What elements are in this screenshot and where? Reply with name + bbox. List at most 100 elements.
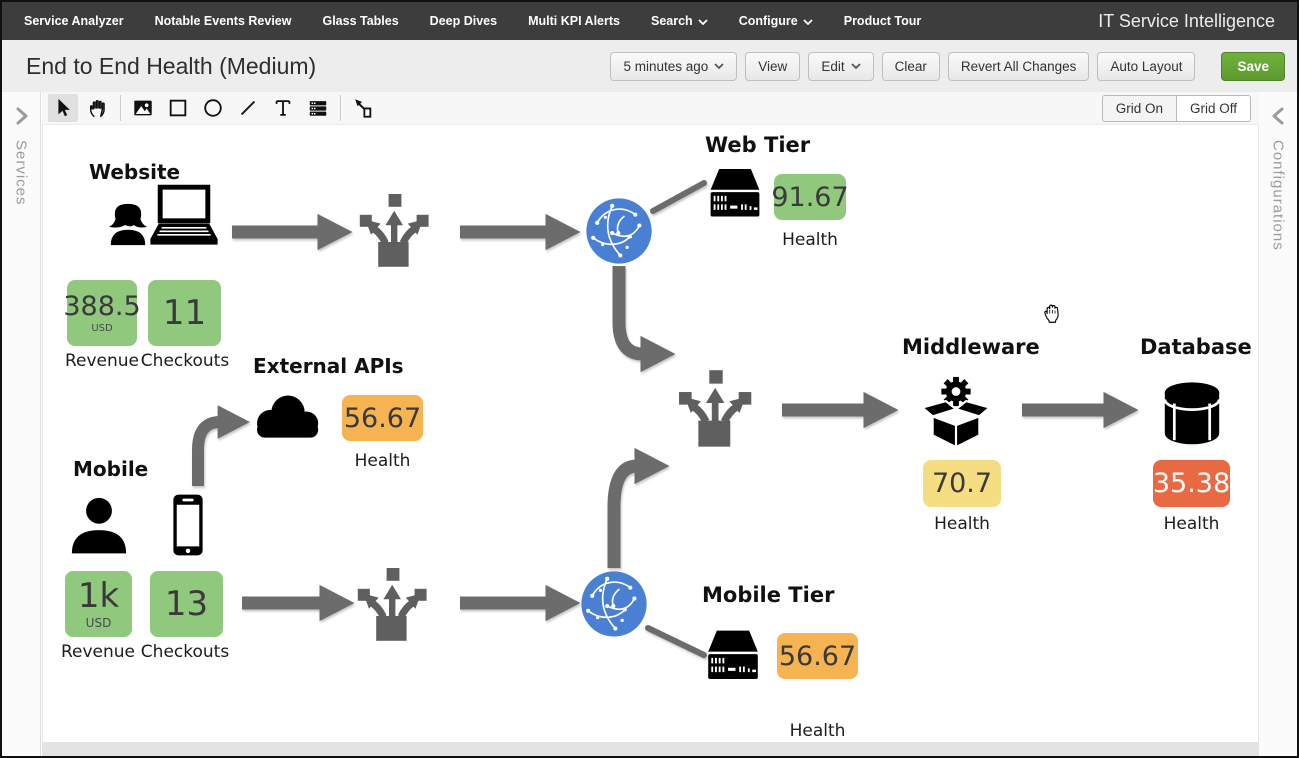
image-tool[interactable] (128, 94, 158, 122)
website-revenue-badge[interactable]: 388.5 USD (63, 280, 141, 346)
nav-multi-kpi-alerts[interactable]: Multi KPI Alerts (528, 14, 620, 28)
nav-glass-tables[interactable]: Glass Tables (322, 14, 399, 28)
configurations-panel-label: Configurations (1269, 140, 1287, 251)
connector-tool[interactable] (348, 94, 378, 122)
database-health-badge[interactable]: 35.38 (1153, 460, 1230, 507)
hand-icon (89, 100, 105, 117)
website-revenue-caption: Revenue (64, 351, 140, 371)
health-value: 70.7 (931, 468, 993, 499)
middleware-package-icon[interactable] (919, 374, 993, 450)
rectangle-tool[interactable] (163, 94, 193, 122)
edit-button[interactable]: Edit (808, 51, 874, 81)
web-tier-health-caption: Health (782, 230, 838, 250)
time-range-picker[interactable]: 5 minutes ago (610, 51, 738, 81)
nav-deep-dives[interactable]: Deep Dives (429, 14, 498, 28)
auto-layout-button[interactable]: Auto Layout (1097, 51, 1196, 81)
rectangle-icon (169, 99, 187, 117)
middleware-health-badge[interactable]: 70.7 (923, 460, 1001, 507)
chevron-down-icon (803, 18, 813, 25)
grid-on-button[interactable]: Grid On (1101, 94, 1177, 122)
chevron-down-icon (714, 63, 724, 69)
toolbar-separator (340, 95, 341, 121)
image-icon (134, 100, 152, 116)
view-button[interactable]: View (745, 51, 801, 81)
mobile-tier-health-badge[interactable]: 56.67 (777, 633, 858, 679)
mobile-phone-icon[interactable] (170, 490, 206, 560)
database-node-label[interactable]: Database (1140, 335, 1252, 359)
website-laptop-icon[interactable] (149, 183, 219, 253)
clear-button[interactable]: Clear (881, 51, 940, 81)
health-value: 56.67 (343, 402, 422, 434)
checkouts-value: 13 (164, 584, 209, 624)
health-value: 91.67 (771, 181, 849, 213)
external-apis-health-caption: Health (354, 451, 411, 471)
canvas-toolbar: Grid On Grid Off (42, 92, 1259, 124)
nav-service-analyzer[interactable]: Service Analyzer (24, 14, 124, 28)
chevron-down-icon (698, 18, 708, 25)
cursor-arrow-icon (58, 98, 70, 117)
circle-icon (204, 99, 222, 117)
website-checkouts-badge[interactable]: 11 (148, 280, 221, 346)
page-header: End to End Health (Medium) 5 minutes ago… (2, 40, 1297, 92)
external-apis-cloud-icon[interactable] (248, 390, 328, 444)
text-tool[interactable] (268, 94, 298, 122)
database-cylinder-icon[interactable] (1158, 376, 1226, 450)
pan-tool[interactable] (83, 94, 113, 122)
services-panel-collapsed: Services (2, 92, 41, 756)
header-buttons: 5 minutes ago View Edit Clear Revert All… (610, 51, 1285, 81)
page-title: End to End Health (Medium) (26, 52, 317, 79)
website-user-icon[interactable] (105, 196, 151, 252)
select-tool[interactable] (48, 94, 78, 122)
nav-product-tour[interactable]: Product Tour (843, 14, 922, 28)
nav-search[interactable]: Search (651, 14, 708, 28)
load-splitter-icon[interactable] (354, 190, 436, 270)
middleware-node-label[interactable]: Middleware (902, 335, 1040, 359)
nav-notable-events-review[interactable]: Notable Events Review (154, 14, 292, 28)
text-icon (275, 100, 291, 116)
website-checkouts-caption: Checkouts (140, 351, 230, 371)
configurations-panel-collapsed: Configurations (1258, 92, 1297, 756)
grid-toggle-group: Grid On Grid Off (1101, 94, 1251, 122)
ellipse-tool[interactable] (198, 94, 228, 122)
mobile-revenue-caption: Revenue (60, 642, 136, 662)
canvas-bottom-strip (42, 743, 1259, 756)
mobile-revenue-badge[interactable]: 1k USD (65, 571, 132, 637)
external-apis-node-label[interactable]: External APIs (253, 354, 404, 378)
mobile-user-icon[interactable] (68, 490, 130, 560)
connector-icon (355, 99, 372, 118)
toolbar-separator (120, 95, 121, 121)
mobile-node-label[interactable]: Mobile (73, 457, 149, 481)
health-value: 56.67 (778, 640, 857, 672)
grid-off-button[interactable]: Grid Off (1176, 94, 1251, 122)
kpi-widget-tool[interactable] (303, 94, 333, 122)
services-panel-label: Services (12, 140, 30, 206)
load-splitter-icon[interactable] (674, 366, 758, 450)
save-button[interactable]: Save (1221, 51, 1285, 81)
mobile-tier-health-caption: Health (789, 721, 846, 741)
revenue-value: 388.5 (63, 290, 141, 322)
line-tool[interactable] (233, 94, 263, 122)
web-tier-server-icon[interactable] (704, 169, 766, 219)
web-tier-node-label[interactable]: Web Tier (705, 133, 811, 157)
mobile-network-sphere-icon[interactable] (580, 570, 648, 638)
top-navbar: Service Analyzer Notable Events Review G… (2, 2, 1297, 40)
mobile-checkouts-badge[interactable]: 13 (150, 571, 223, 637)
web-tier-health-badge[interactable]: 91.67 (771, 174, 849, 220)
chevron-down-icon (850, 63, 861, 69)
expand-configurations-chevron-icon[interactable] (1271, 106, 1286, 126)
website-node-label[interactable]: Website (89, 160, 181, 184)
expand-services-chevron-icon[interactable] (14, 106, 29, 126)
checkouts-value: 11 (162, 293, 207, 333)
external-apis-health-badge[interactable]: 56.67 (342, 395, 423, 441)
middleware-health-caption: Health (934, 514, 990, 534)
mobile-tier-node-label[interactable]: Mobile Tier (702, 583, 835, 607)
app-brand: IT Service Intelligence (1098, 10, 1275, 31)
mobile-tier-server-icon[interactable] (702, 630, 764, 682)
web-network-sphere-icon[interactable] (585, 197, 653, 265)
revert-all-changes-button[interactable]: Revert All Changes (947, 51, 1090, 81)
nav-configure[interactable]: Configure (739, 14, 813, 28)
grab-hand-cursor (1044, 304, 1059, 323)
health-value: 35.38 (1152, 468, 1231, 499)
load-splitter-icon[interactable] (352, 564, 434, 644)
